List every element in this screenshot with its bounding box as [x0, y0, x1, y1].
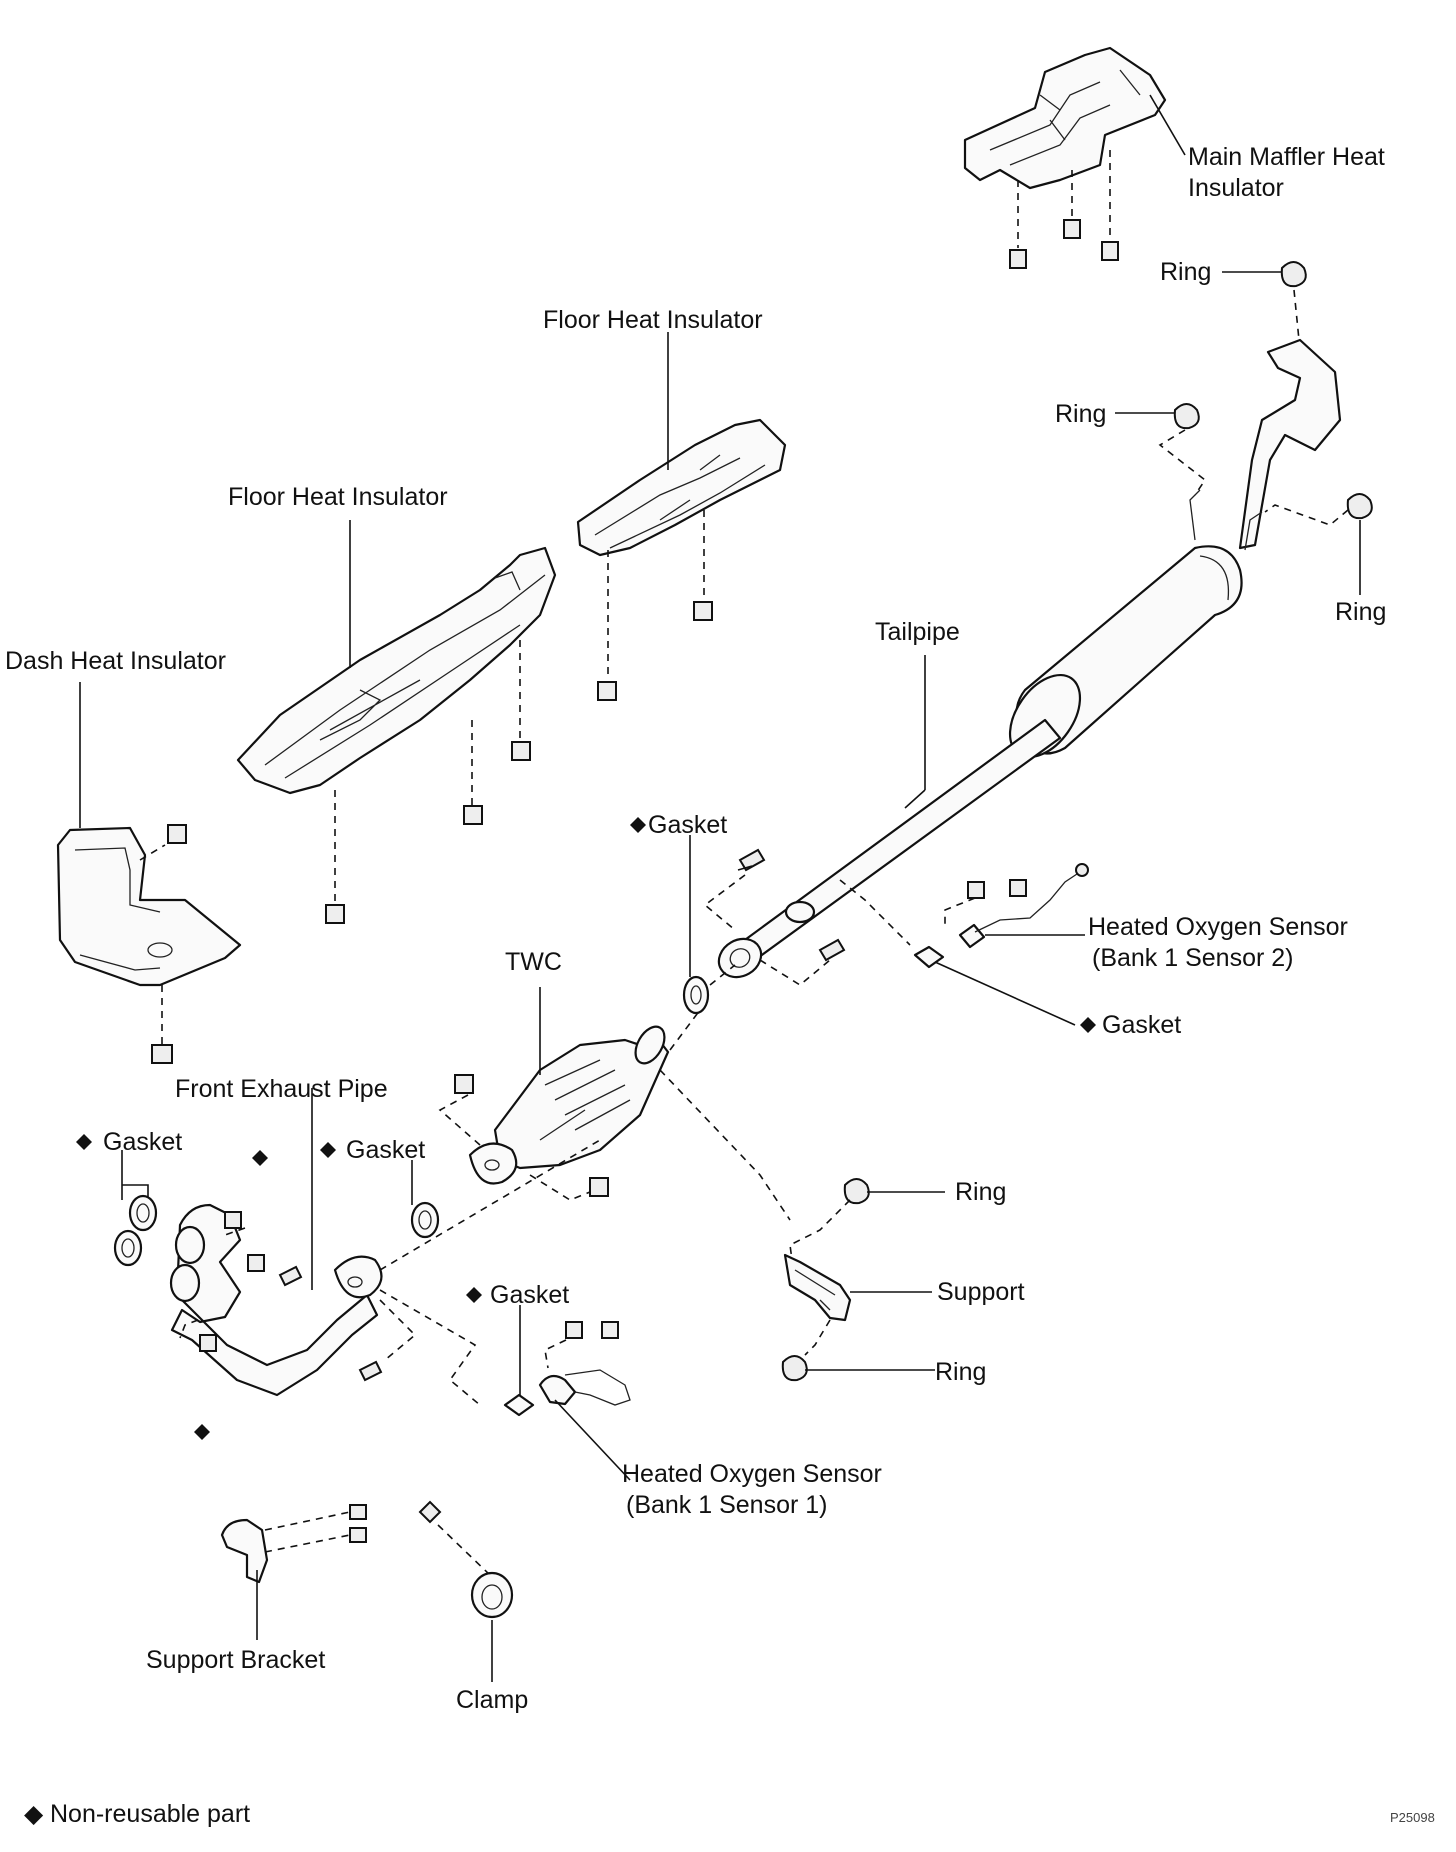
gasket-left-label: Gasket — [103, 1128, 182, 1156]
heated-oxygen-sensor-2 — [944, 863, 1089, 949]
ring-support-lower-label: Ring — [935, 1358, 986, 1386]
ring-mid-left — [1115, 403, 1207, 496]
non-reusable-mark-2 — [1080, 1017, 1096, 1033]
support-assembly — [781, 1178, 945, 1382]
floor-heat-insulator-upper — [576, 332, 787, 701]
heated-oxygen-sensor-2-label: Heated Oxygen Sensor — [1088, 913, 1348, 941]
gasket-center-label: Gasket — [346, 1136, 425, 1164]
main-muffler-heat-insulator-label-2: Insulator — [1188, 174, 1284, 202]
floor-heat-insulator-lower — [236, 520, 557, 924]
main-muffler-bolts — [1009, 150, 1119, 269]
front-exhaust-pipe — [169, 1088, 601, 1406]
ring-top-label: Ring — [1160, 258, 1211, 286]
heated-oxygen-sensor-1-label: Heated Oxygen Sensor — [622, 1460, 882, 1488]
clamp — [418, 1500, 514, 1682]
front-exhaust-pipe-label: Front Exhaust Pipe — [175, 1075, 388, 1103]
figure-code: P25098 — [1390, 1810, 1435, 1825]
twc-catalytic-converter — [438, 987, 791, 1221]
ring-mid-left-label: Ring — [1055, 400, 1106, 428]
non-reusable-mark-5 — [76, 1134, 92, 1150]
non-reusable-mark-6 — [320, 1142, 336, 1158]
non-reusable-mark-3 — [252, 1150, 268, 1166]
non-reusable-mark-4 — [194, 1424, 210, 1440]
gasket-sensor1-label: Gasket — [490, 1281, 569, 1309]
twc-label: TWC — [505, 948, 562, 976]
gasket-sensor2-label: Gasket — [1102, 1011, 1181, 1039]
heated-oxygen-sensor-2-label-2: (Bank 1 Sensor 2) — [1092, 944, 1294, 972]
legend-text: Non-reusable part — [50, 1800, 250, 1828]
tailpipe-bolts — [703, 848, 911, 986]
gasket-left — [113, 1150, 158, 1267]
main-muffler-heat-insulator-label: Main Maffler Heat — [1188, 143, 1385, 171]
gasket-tailpipe — [682, 835, 736, 1015]
heated-oxygen-sensor-1 — [503, 1305, 631, 1481]
gasket-center — [410, 1160, 440, 1239]
legend-symbol: ◆ — [24, 1800, 44, 1828]
main-muffler-heat-insulator — [963, 46, 1186, 190]
tailpipe-label: Tailpipe — [875, 618, 960, 646]
support-bracket-label: Support Bracket — [146, 1646, 325, 1674]
dash-heat-insulator-label: Dash Heat Insulator — [5, 647, 226, 675]
ring-right-label: Ring — [1335, 598, 1386, 626]
non-reusable-mark — [630, 817, 646, 833]
tailpipe-assembly — [717, 338, 1342, 979]
clamp-label: Clamp — [456, 1686, 528, 1714]
dash-heat-insulator — [56, 682, 242, 1064]
floor-heat-insulator-lower-label: Floor Heat Insulator — [228, 483, 448, 511]
floor-heat-insulator-upper-label: Floor Heat Insulator — [543, 306, 763, 334]
gasket-sensor2 — [913, 945, 1076, 1026]
ring-right — [1264, 493, 1373, 595]
ring-top — [1222, 261, 1307, 351]
ring-support-upper-label: Ring — [955, 1178, 1006, 1206]
support-label: Support — [937, 1278, 1025, 1306]
non-reusable-mark-7 — [466, 1287, 482, 1303]
gasket-tailpipe-label: Gasket — [648, 811, 727, 839]
support-bracket — [220, 1504, 367, 1640]
heated-oxygen-sensor-1-label-2: (Bank 1 Sensor 1) — [626, 1491, 828, 1519]
